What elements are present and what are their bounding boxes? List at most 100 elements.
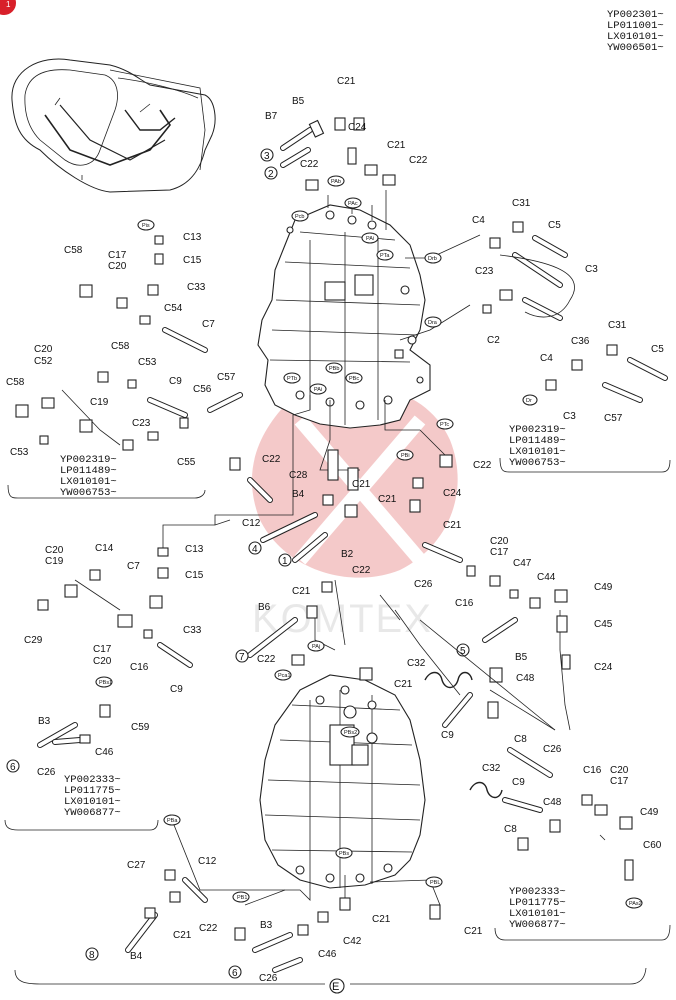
callout-c8: C8 — [504, 824, 517, 835]
callout-c21: C21 — [337, 76, 356, 87]
serial-line: LX010101~ — [60, 476, 117, 488]
serial-list-right-upper: YP002319~ LP011489~ LX010101~ YW006753~ — [509, 425, 566, 469]
callout-c4: C4 — [472, 215, 485, 226]
ref-number-6: 6 — [10, 762, 16, 773]
callout-c52: C52 — [34, 356, 53, 367]
port-tag: Dr — [526, 398, 532, 404]
callout-c21: C21 — [378, 494, 397, 505]
callout-c22: C22 — [257, 654, 276, 665]
callout-c14: C14 — [95, 543, 114, 554]
callout-c21: C21 — [394, 679, 413, 690]
callout-c5: C5 — [548, 220, 561, 231]
callout-c46: C46 — [95, 747, 114, 758]
callout-c58: C58 — [64, 245, 83, 256]
callout-c48: C48 — [516, 673, 535, 684]
callout-c20: C20 — [93, 656, 112, 667]
callout-c17: C17 — [93, 644, 112, 655]
ref-number-7: 7 — [239, 652, 245, 663]
ref-number-3: 3 — [264, 151, 270, 162]
port-tag: PBL — [430, 880, 440, 886]
serial-line: LP011489~ — [509, 435, 566, 447]
callout-c7: C7 — [127, 561, 140, 572]
callout-c60: C60 — [643, 840, 662, 851]
port-tag: PTb — [287, 376, 297, 382]
serial-list-left-lower: YP002333~ LP011775~ LX010101~ YW006877~ — [64, 775, 121, 819]
callout-c24: C24 — [594, 662, 613, 673]
callout-c20: C20 — [45, 545, 64, 556]
serial-line: LP011775~ — [64, 785, 121, 797]
callout-c13: C13 — [183, 232, 202, 243]
callout-c59: C59 — [131, 722, 150, 733]
callout-c42: C42 — [343, 936, 362, 947]
callout-c9: C9 — [441, 730, 454, 741]
serial-line: YP002319~ — [60, 454, 117, 466]
port-tag: Pis — [142, 223, 150, 229]
callout-c20: C20 — [108, 261, 127, 272]
callout-c26: C26 — [37, 767, 56, 778]
callout-c21: C21 — [173, 930, 192, 941]
callout-c22: C22 — [300, 159, 319, 170]
callout-c22: C22 — [473, 460, 492, 471]
callout-c17: C17 — [610, 776, 629, 787]
callout-c58: C58 — [111, 341, 130, 352]
callout-c20: C20 — [490, 536, 509, 547]
callout-b5: B5 — [515, 652, 528, 663]
ref-number-1: 1 — [282, 556, 288, 567]
corner-mark: 1 — [0, 0, 16, 15]
callout-c55: C55 — [177, 457, 196, 468]
callout-c17: C17 — [490, 547, 509, 558]
callout-c21: C21 — [464, 926, 483, 937]
callout-c23: C23 — [132, 418, 151, 429]
port-tag: PBs — [339, 851, 349, 857]
lower-control-valve — [259, 674, 426, 889]
serial-line: YP002333~ — [64, 774, 121, 786]
callout-c33: C33 — [183, 625, 202, 636]
callout-c21: C21 — [292, 586, 311, 597]
callout-c48: C48 — [543, 797, 562, 808]
callout-c28: C28 — [289, 470, 308, 481]
callout-c32: C32 — [407, 658, 426, 669]
callout-c5: C5 — [651, 344, 664, 355]
callout-c45: C45 — [594, 619, 613, 630]
callout-c56: C56 — [193, 384, 212, 395]
ref-number-2: 2 — [268, 169, 274, 180]
serial-line: YP002319~ — [509, 424, 566, 436]
serial-line: LX010101~ — [64, 796, 121, 808]
callout-c17: C17 — [108, 250, 127, 261]
callout-c27: C27 — [127, 860, 146, 871]
callout-b4: B4 — [130, 951, 143, 962]
serial-line: YW006753~ — [60, 487, 117, 499]
callout-c31: C31 — [512, 198, 531, 209]
callout-c9: C9 — [512, 777, 525, 788]
port-tag: PAc — [348, 201, 358, 207]
callout-c53: C53 — [138, 357, 157, 368]
callout-c19: C19 — [45, 556, 64, 567]
serial-line: YW006877~ — [64, 807, 121, 819]
callout-c57: C57 — [217, 372, 236, 383]
corner-mark-text: 1 — [6, 0, 11, 9]
callout-c36: C36 — [571, 336, 590, 347]
callout-c16: C16 — [130, 662, 149, 673]
callout-b7: B7 — [265, 111, 278, 122]
callout-c47: C47 — [513, 558, 532, 569]
callout-c22: C22 — [352, 565, 371, 576]
callout-c21: C21 — [443, 520, 462, 531]
port-tag: PAs2 — [629, 901, 642, 907]
serial-line: YW006753~ — [509, 457, 566, 469]
callout-c16: C16 — [583, 765, 602, 776]
section-label: E — [332, 981, 339, 993]
callout-c29: C29 — [24, 635, 43, 646]
serial-list-top-right: YP002301~ LP011001~ LX010101~ YW006501~ — [607, 10, 664, 54]
callout-c4: C4 — [540, 353, 553, 364]
callout-c21: C21 — [372, 914, 391, 925]
callout-c16: C16 — [455, 598, 474, 609]
serial-list-left-upper: YP002319~ LP011489~ LX010101~ YW006753~ — [60, 455, 117, 499]
callout-c15: C15 — [183, 255, 202, 266]
callout-c23: C23 — [475, 266, 494, 277]
port-tag: PAi — [366, 236, 374, 242]
callout-c3: C3 — [563, 411, 576, 422]
ref-number-8: 8 — [89, 950, 95, 961]
port-tag: PBa — [167, 818, 178, 824]
